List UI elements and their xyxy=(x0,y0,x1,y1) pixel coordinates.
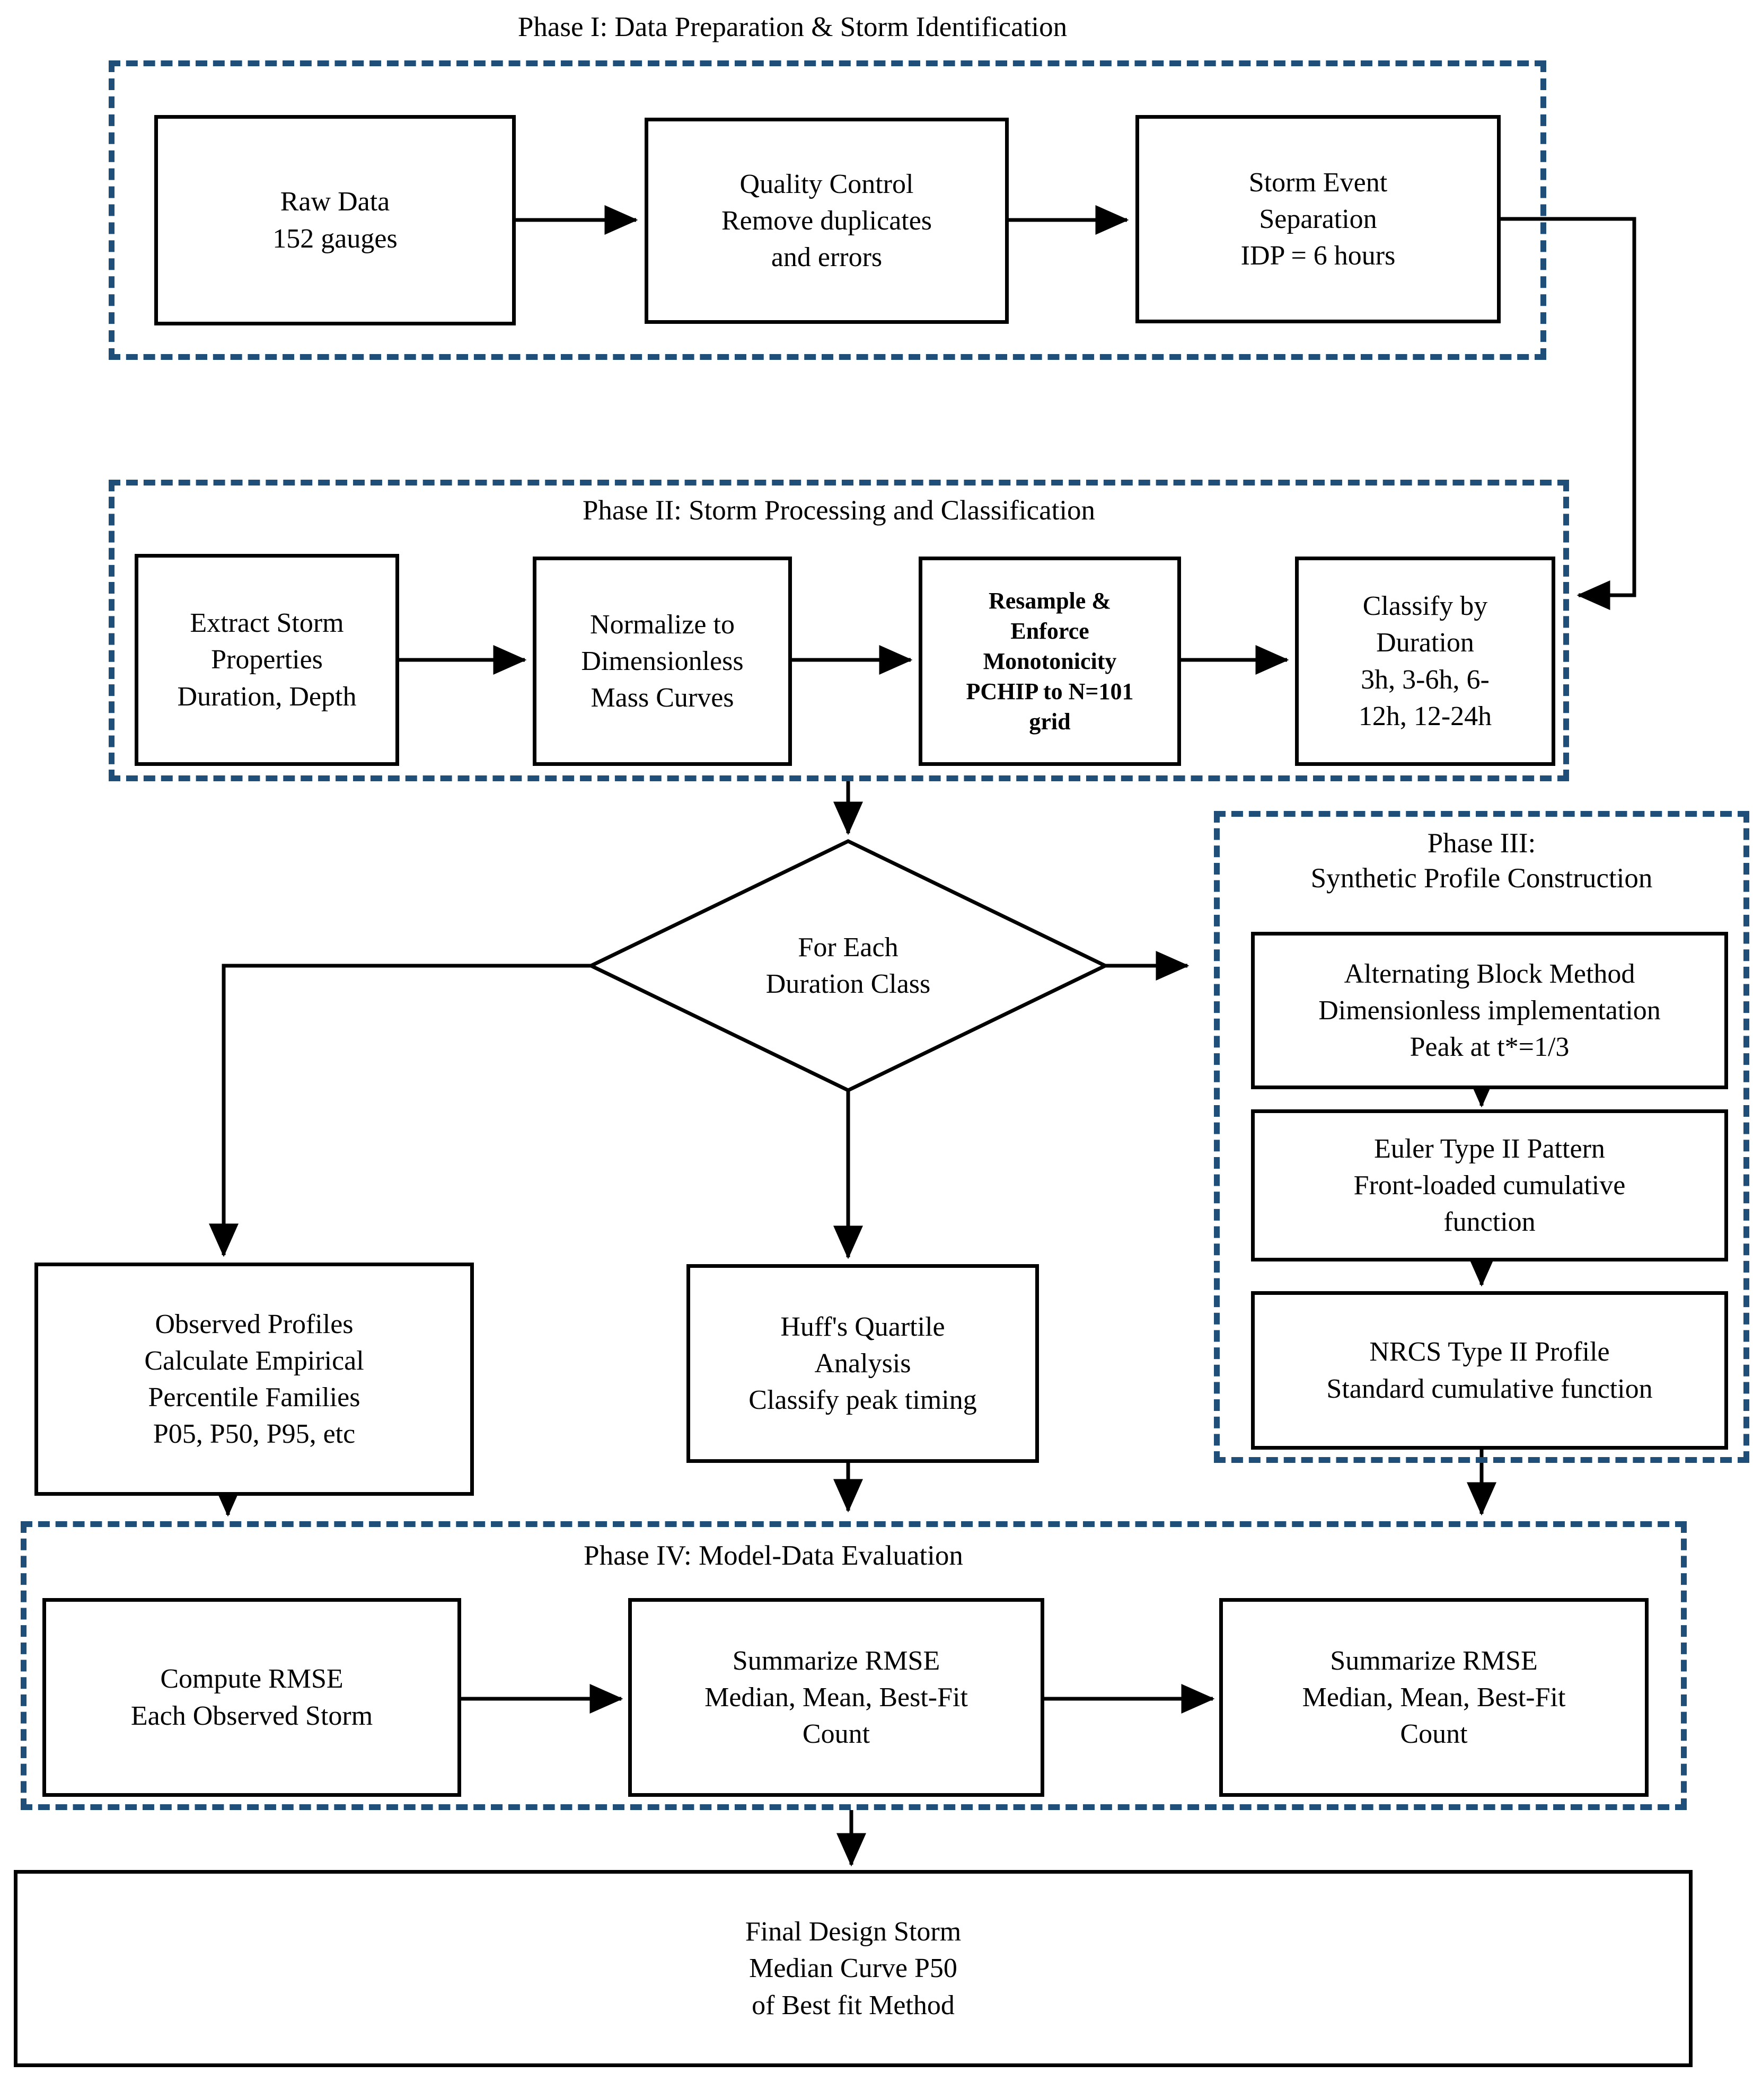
box-storm-event-separation: Storm Event Separation IDP = 6 hours xyxy=(1135,115,1501,323)
box-classify-by-duration: Classify by Duration 3h, 3-6h, 6- 12h, 1… xyxy=(1295,557,1555,766)
phase3-title: Phase III: Synthetic Profile Constructio… xyxy=(1310,828,1653,894)
phase3-container xyxy=(1214,811,1749,1463)
box-nrcs-type2-profile: NRCS Type II Profile Standard cumulative… xyxy=(1251,1291,1728,1450)
connector-stormevent-phase2 xyxy=(1501,217,1636,610)
box-extract-storm-properties: Extract Storm Properties Duration, Depth xyxy=(135,554,399,766)
box-euler-type2-pattern: Euler Type II Pattern Front-loaded cumul… xyxy=(1251,1109,1728,1261)
box-quality-control: Quality Control Remove duplicates and er… xyxy=(645,118,1009,324)
decision-label: For Each Duration Class xyxy=(765,932,931,999)
phase1-title: Phase I: Data Preparation & Storm Identi… xyxy=(517,12,1068,42)
box-alternating-block-method: Alternating Block Method Dimensionless i… xyxy=(1251,932,1728,1089)
box-resample-monotonicity: Resample & Enforce Monotonicity PCHIP to… xyxy=(919,557,1181,766)
box-summarize-rmse-2: Summarize RMSE Median, Mean, Best-Fit Co… xyxy=(1219,1598,1649,1797)
phase2-title: Phase II: Storm Processing and Classific… xyxy=(582,495,1096,526)
box-compute-rmse: Compute RMSE Each Observed Storm xyxy=(42,1598,461,1797)
phase4-container xyxy=(21,1521,1687,1810)
phase2-container xyxy=(109,480,1569,781)
box-final-design-storm: Final Design Storm Median Curve P50 of B… xyxy=(14,1870,1693,2067)
box-normalize-mass-curves: Normalize to Dimensionless Mass Curves xyxy=(533,557,792,766)
phase1-container xyxy=(109,60,1546,360)
box-summarize-rmse-1: Summarize RMSE Median, Mean, Best-Fit Co… xyxy=(628,1598,1044,1797)
phase4-title: Phase IV: Model-Data Evaluation xyxy=(584,1540,963,1571)
connector-decision-observed xyxy=(209,964,591,1257)
box-observed-profiles: Observed Profiles Calculate Empirical Pe… xyxy=(34,1263,474,1496)
box-huffs-quartile-analysis: Huff's Quartile Analysis Classify peak t… xyxy=(686,1264,1039,1463)
box-raw-data: Raw Data 152 gauges xyxy=(154,115,516,325)
decision-diamond xyxy=(586,839,1110,1092)
